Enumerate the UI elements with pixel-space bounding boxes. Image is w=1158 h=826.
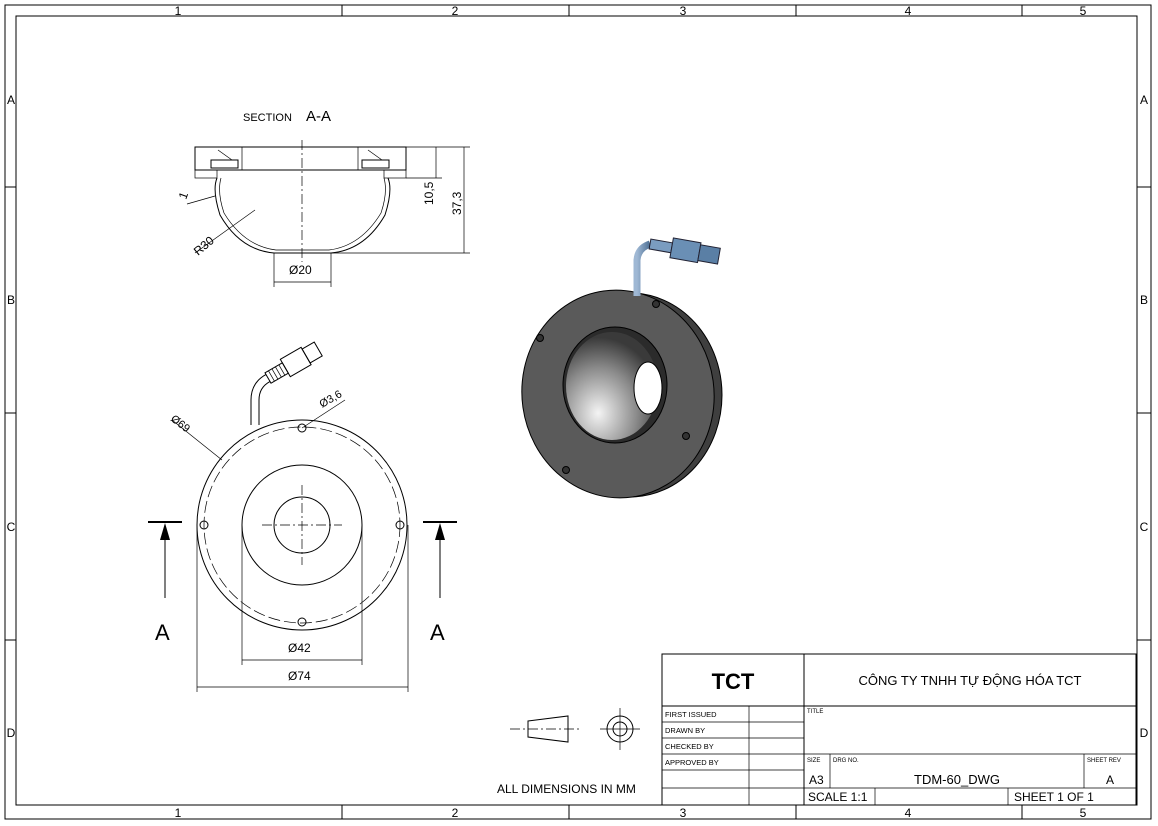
section-label-prefix: SECTION	[243, 112, 292, 124]
row-label: B	[1140, 293, 1148, 307]
dim-total-height: 37,3	[450, 191, 464, 215]
col-label: 3	[680, 806, 687, 820]
col-label: 5	[1080, 4, 1087, 18]
checked-by-label: CHECKED BY	[665, 742, 714, 751]
sheet-rev-label: SHEET REV	[1087, 758, 1121, 764]
isometric-view	[521, 237, 723, 499]
section-marker: A	[155, 620, 170, 645]
dim-hole: Ø3,6	[318, 388, 345, 410]
section-marker: A	[430, 620, 445, 645]
dim-flange-height: 10,5	[422, 181, 436, 205]
sheet-rev: A	[1106, 773, 1114, 787]
first-issued-label: FIRST ISSUED	[665, 710, 717, 719]
drawn-by-label: DRAWN BY	[665, 726, 705, 735]
company-name: CÔNG TY TNHH TỰ ĐỘNG HÓA TCT	[859, 673, 1082, 688]
dim-pcd: Ø69	[168, 413, 192, 435]
section-arrow-left: A	[148, 521, 182, 645]
row-label: A	[7, 93, 15, 107]
sheet-size: A3	[809, 773, 824, 787]
section-label-name: A-A	[306, 108, 331, 125]
col-label: 1	[175, 4, 182, 18]
scale: SCALE 1:1	[808, 790, 868, 804]
drawing-number: TDM-60_DWG	[914, 772, 1000, 787]
col-label: 1	[175, 806, 182, 820]
col-label: 4	[905, 4, 912, 18]
col-label: 2	[452, 806, 459, 820]
dim-thickness: 1	[176, 190, 192, 201]
title-label: TITLE	[807, 709, 823, 715]
dim-bottom-diameter: Ø20	[289, 263, 312, 277]
units-note: ALL DIMENSIONS IN MM	[497, 782, 636, 796]
dim-inner: Ø42	[288, 641, 311, 655]
row-label: B	[7, 293, 15, 307]
company-logo: TCT	[712, 669, 755, 694]
col-label: 2	[452, 4, 459, 18]
section-arrow-right: A	[423, 521, 457, 645]
dim-radius: R30	[191, 233, 217, 258]
connector-3d	[648, 237, 721, 265]
col-label: 4	[905, 806, 912, 820]
row-label: C	[1140, 520, 1149, 534]
connector-drawing	[264, 341, 323, 384]
front-view: Ø69 Ø3,6 Ø42 Ø74 A A	[148, 341, 457, 692]
sheet-number: SHEET 1 OF 1	[1014, 790, 1094, 804]
col-label: 3	[680, 4, 687, 18]
row-label: D	[1140, 726, 1149, 740]
drg-no-label: DRG NO.	[833, 758, 859, 764]
row-label: C	[7, 520, 16, 534]
dim-outer: Ø74	[288, 669, 311, 683]
size-label: SIZE	[807, 758, 820, 764]
approved-by-label: APPROVED BY	[665, 758, 719, 767]
sheet-frame: 1 2 3 4 5 1 2 3 4 5 A B C D A B C D	[4, 4, 1152, 820]
section-view: SECTION A-A Ø20 10,5 37,3 1 R30	[176, 108, 470, 287]
col-label: 5	[1080, 806, 1087, 820]
projection-symbol	[510, 708, 640, 750]
row-label: D	[7, 726, 16, 740]
title-block: TCT CÔNG TY TNHH TỰ ĐỘNG HÓA TCT FIRST I…	[661, 653, 1137, 806]
row-label: A	[1140, 93, 1148, 107]
